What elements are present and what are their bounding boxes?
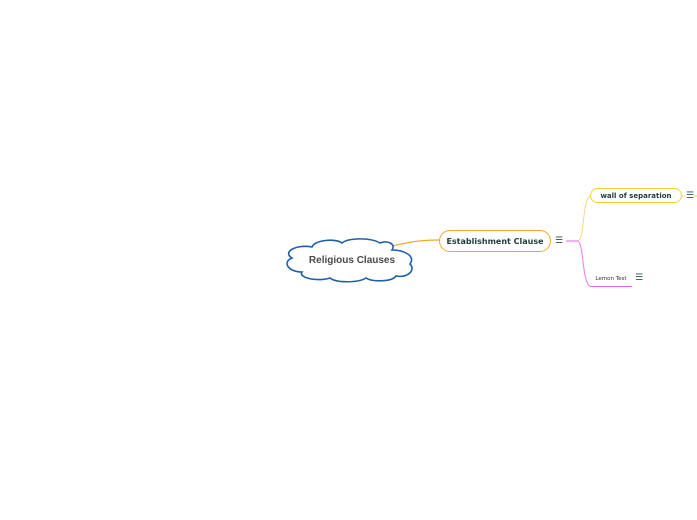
node-establishment-label: Establishment Clause: [446, 236, 544, 246]
node-wall-label: wall of separation: [600, 191, 672, 200]
root-cloud-shape[interactable]: [286, 238, 413, 283]
connector-establishment-lemon: [577, 240, 632, 287]
node-lemon-test[interactable]: Lemon Test: [590, 273, 632, 286]
root-node-label[interactable]: Religious Clauses: [308, 255, 396, 266]
node-lemon-label: Lemon Test: [595, 276, 627, 282]
node-establishment-clause[interactable]: Establishment Clause: [439, 230, 551, 252]
lemon-notes-menu-icon[interactable]: ☰: [635, 273, 644, 283]
connector-root-establishment: [391, 239, 440, 247]
wall-notes-menu-icon[interactable]: ☰: [686, 191, 695, 201]
connector-establishment-wall: [577, 195, 591, 242]
node-wall-of-separation[interactable]: wall of separation: [590, 188, 682, 203]
establishment-notes-menu-icon[interactable]: ☰: [555, 236, 564, 246]
